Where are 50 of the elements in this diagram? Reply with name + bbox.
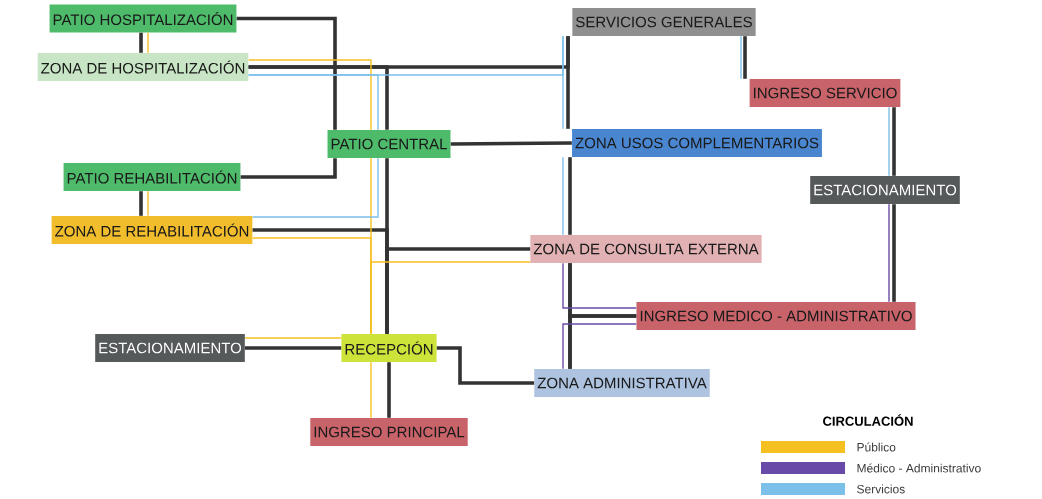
connector-line: [251, 157, 379, 218]
zone-box: ZONA DE CONSULTA EXTERNA: [530, 235, 762, 263]
connector-line: [244, 337, 342, 339]
connector-line: [247, 74, 379, 131]
connector-line: [888, 106, 890, 177]
zone-box: RECEPCIÓN: [341, 334, 437, 362]
connector-line: [370, 361, 372, 419]
zone-box: ZONA DE HOSPITALIZACIÓN: [37, 53, 249, 81]
connector-line: [436, 346, 535, 385]
zone-box: ESTACIONAMIENTO: [810, 176, 960, 204]
connector-line: [562, 262, 637, 309]
connector-line: [562, 156, 564, 236]
zone-box: ZONA USOS COMPLEMENTARIOS: [572, 129, 822, 157]
legend-text: Público: [857, 442, 896, 452]
connector-line: [562, 35, 564, 130]
zone-box: SERVICIOS GENERALES: [572, 8, 756, 36]
zone-box: PATIO REHABILITACIÓN: [63, 163, 241, 191]
zone-box: ZONA DE REHABILITACIÓN: [51, 216, 253, 244]
connector-line: [562, 323, 637, 370]
connector-line: [743, 36, 747, 79]
zone-box: INGRESO PRINCIPAL: [310, 418, 468, 446]
connector-line: [240, 158, 337, 179]
connector-line: [147, 32, 149, 54]
connector-line: [385, 247, 531, 334]
connector-line: [139, 191, 143, 216]
connector-line: [892, 107, 896, 176]
zone-box: ZONA ADMINISTRATIVA: [534, 369, 710, 397]
connector-line: [370, 261, 531, 335]
connector-line: [248, 65, 389, 130]
connector-line: [245, 346, 342, 350]
connector-line: [387, 362, 391, 418]
zone-box: PATIO CENTRAL: [327, 130, 451, 158]
zone-box: PATIO HOSPITALIZACIÓN: [49, 4, 237, 33]
connector-line: [568, 157, 572, 235]
connector-line: [147, 190, 149, 217]
zone-box: INGRESO SERVICIO: [749, 79, 901, 107]
zone-box: INGRESO MEDICO - ADMINISTRATIVO: [636, 302, 916, 330]
connector-line: [236, 16, 337, 130]
legend-title: CIRCULACIÓN: [823, 414, 913, 426]
connector-line: [740, 35, 742, 80]
connector-line: [450, 141, 572, 146]
zone-box: ESTACIONAMIENTO: [95, 334, 245, 362]
connector-line: [566, 36, 570, 129]
connector-line: [247, 59, 372, 131]
legend-text: Servicios: [857, 484, 905, 494]
connector-line: [568, 314, 637, 369]
connector-line: [892, 204, 896, 302]
connector-line: [888, 203, 890, 303]
connector-line: [139, 32, 143, 53]
legend-text: Médico - Administrativo: [857, 463, 981, 473]
